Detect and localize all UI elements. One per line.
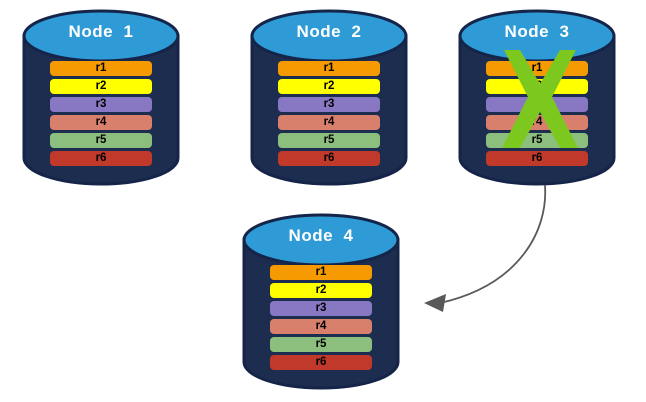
record-r6[interactable]: r6 (50, 151, 152, 166)
record-r3[interactable]: r3 (278, 97, 380, 112)
record-r1[interactable]: r1 (50, 61, 152, 76)
record-r6[interactable]: r6 (270, 355, 372, 370)
record-r1[interactable]: r1 (486, 61, 588, 76)
node-1-title: Node 1 (68, 22, 134, 41)
record-r1[interactable]: r1 (278, 61, 380, 76)
record-r1[interactable]: r1 (270, 265, 372, 280)
node-4[interactable]: Node 4 r1 r2 r3 r4 r5 r6 (242, 212, 400, 390)
record-r4[interactable]: r4 (278, 115, 380, 130)
record-r6[interactable]: r6 (278, 151, 380, 166)
node-2-title: Node 2 (296, 22, 362, 41)
node-4-records: r1 r2 r3 r4 r5 r6 (270, 265, 372, 373)
record-r5[interactable]: r5 (278, 133, 380, 148)
node-4-title: Node 4 (288, 226, 354, 245)
node-2[interactable]: Node 2 r1 r2 r3 r4 r5 r6 (250, 8, 408, 186)
record-r6[interactable]: r6 (486, 151, 588, 166)
record-r2[interactable]: r2 (50, 79, 152, 94)
record-r3[interactable]: r3 (270, 301, 372, 316)
node-1-records: r1 r2 r3 r4 r5 r6 (50, 61, 152, 169)
record-r3[interactable]: r3 (486, 97, 588, 112)
record-r2[interactable]: r2 (270, 283, 372, 298)
record-r5[interactable]: r5 (50, 133, 152, 148)
record-r5[interactable]: r5 (270, 337, 372, 352)
record-r3[interactable]: r3 (50, 97, 152, 112)
node-3-title: Node 3 (504, 22, 570, 41)
record-r4[interactable]: r4 (270, 319, 372, 334)
node-1[interactable]: Node 1 r1 r2 r3 r4 r5 r6 (22, 8, 180, 186)
node-2-records: r1 r2 r3 r4 r5 r6 (278, 61, 380, 169)
record-r4[interactable]: r4 (486, 115, 588, 130)
record-r2[interactable]: r2 (278, 79, 380, 94)
record-r5[interactable]: r5 (486, 133, 588, 148)
arrow-head-icon (424, 294, 446, 312)
record-r4[interactable]: r4 (50, 115, 152, 130)
node-3-records: r1 r2 r3 r4 r5 r6 (486, 61, 588, 169)
node-3[interactable]: Node 3 r1 r2 r3 r4 r5 r6 (458, 8, 616, 186)
record-r2[interactable]: r2 (486, 79, 588, 94)
